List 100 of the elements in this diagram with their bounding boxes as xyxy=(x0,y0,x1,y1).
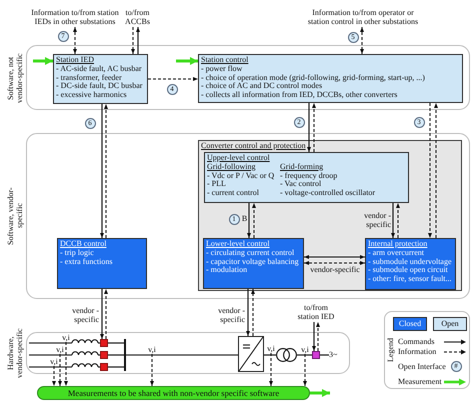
list-item: - AC-side fault, AC busbar xyxy=(56,64,142,74)
arrow xyxy=(304,255,365,259)
arrow xyxy=(131,26,135,54)
box-title: Internal protection xyxy=(368,240,428,249)
arrow xyxy=(100,104,104,238)
arrow xyxy=(310,389,330,397)
legend-label: Commands xyxy=(398,337,434,346)
measurement-label: v,i xyxy=(62,333,70,342)
list-item: - circulating current control xyxy=(206,248,294,257)
arrow xyxy=(104,288,108,340)
wire xyxy=(98,366,100,368)
list-item: - Vac control xyxy=(280,180,322,190)
wire xyxy=(264,354,276,356)
wire xyxy=(29,366,72,368)
breaker-symbol xyxy=(100,339,108,347)
arrow xyxy=(307,103,311,152)
arrow xyxy=(434,102,438,238)
endpoint-label: Information to/from operator or station control in other substations xyxy=(306,8,420,27)
list-item: - arm overcurrent xyxy=(368,248,424,258)
interface-label: B xyxy=(241,214,248,223)
arrow xyxy=(64,342,68,386)
breaker-symbol xyxy=(100,363,108,371)
legend-label: Open Interface xyxy=(398,362,446,371)
endpoint-label: Information to/from station IEDs in other substations xyxy=(29,8,121,27)
arrow xyxy=(304,261,366,265)
legend-key: Closed xyxy=(393,317,427,331)
list-item: - submodule undervoltage xyxy=(368,258,452,266)
box-title: Lower-level control xyxy=(206,240,270,249)
legend-title: Legend xyxy=(386,337,396,364)
arrow xyxy=(100,289,104,339)
inductor-symbol xyxy=(72,363,98,368)
inductor-symbol xyxy=(72,351,98,356)
list-item: - extra functions xyxy=(60,258,112,266)
list-item: - excessive harmonics xyxy=(56,91,127,100)
arrow xyxy=(73,26,77,54)
function-block xyxy=(198,54,463,103)
list-item: - trip logic xyxy=(60,248,94,257)
wire xyxy=(108,342,124,344)
arrow xyxy=(428,102,432,238)
arrow xyxy=(251,288,255,336)
list-item: - transformer, feeder xyxy=(56,74,122,82)
list-item: - Vdc or P / Vac or Q xyxy=(207,172,274,180)
group-panel xyxy=(198,140,462,291)
wire xyxy=(98,342,100,344)
legend-label: Information xyxy=(398,347,436,356)
measurement-label: v,i xyxy=(147,345,157,354)
arrow xyxy=(252,202,256,238)
wire xyxy=(108,354,124,356)
edge-label: vendor-specific xyxy=(308,265,362,274)
arrow xyxy=(316,322,320,352)
function-block xyxy=(204,152,409,203)
measurement-label: v,i xyxy=(50,357,58,366)
list-item: - choice of operation mode (grid-following, grid-forming, start-up, ...) xyxy=(201,74,425,82)
list-item: - DC-side fault, DC busbar xyxy=(56,82,142,92)
list-item: - capacitor voltage balancing xyxy=(206,258,299,266)
endpoint-label: to/from station IED xyxy=(295,303,337,322)
function-block xyxy=(203,238,304,289)
box-title: DCCB control xyxy=(60,240,106,249)
arrow xyxy=(269,352,273,386)
list-item: - modulation xyxy=(206,266,248,276)
wire xyxy=(320,354,329,356)
arrow xyxy=(52,366,56,386)
endpoint-label: to/from ACCBs xyxy=(122,8,153,27)
column-title: Grid-forming xyxy=(280,162,324,171)
list-item: - collects all information from IED, DCCBs, other converters xyxy=(201,91,398,100)
list-item: - power flow xyxy=(201,64,242,73)
function-block xyxy=(53,54,148,104)
legend-label: Measurement xyxy=(398,377,442,386)
list-item: - other: fire, sensor fault... xyxy=(368,275,452,284)
layer-label: Software, not vendor-specific xyxy=(6,52,25,105)
wire xyxy=(29,354,72,356)
arrow xyxy=(312,322,316,351)
box-title: Converter control and protection xyxy=(201,142,306,151)
converter-symbol xyxy=(238,336,264,372)
arrow xyxy=(136,27,140,54)
arrow xyxy=(33,57,53,65)
arrow xyxy=(58,354,62,386)
phase-label: 3~ xyxy=(329,350,341,360)
wire xyxy=(126,354,238,356)
switch-symbol xyxy=(312,351,320,359)
wire xyxy=(297,354,312,356)
measurement-label: v,i xyxy=(266,344,276,353)
box-title: Station IED xyxy=(56,56,94,65)
list-item: - voltage-controlled oscillator xyxy=(280,189,376,198)
arrow xyxy=(396,202,400,238)
arrow xyxy=(303,354,307,386)
box-title: Station control xyxy=(201,56,248,65)
arrow xyxy=(246,289,250,336)
measurement-label: v,i xyxy=(300,345,310,354)
inductor-symbol xyxy=(72,339,98,344)
box-title: Upper-level control xyxy=(207,154,270,163)
arrow xyxy=(247,203,251,238)
function-block xyxy=(57,238,147,289)
list-item: - frequency droop xyxy=(280,172,338,180)
function-block xyxy=(365,238,456,290)
list-item: - PLL xyxy=(207,180,226,190)
wire xyxy=(108,366,124,368)
breaker-symbol xyxy=(100,351,108,359)
list-item: - current control xyxy=(207,189,259,198)
wire xyxy=(98,354,100,356)
